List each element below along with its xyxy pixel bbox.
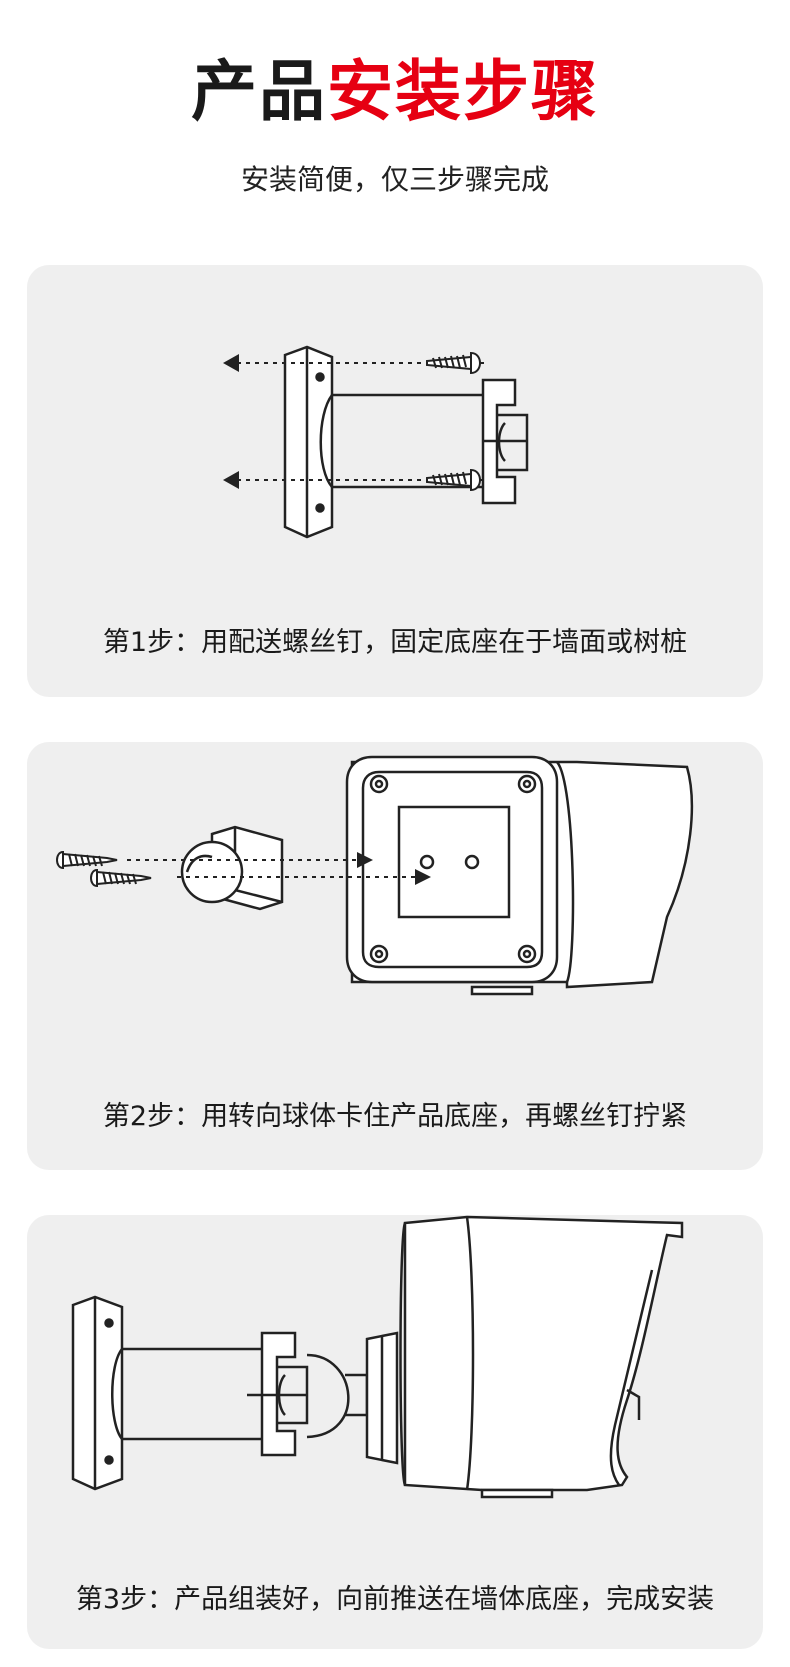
page-subtitle: 安装简便，仅三步骤完成 bbox=[240, 163, 549, 196]
step-2-card: 第2步：用转向球体卡住产品底座，再螺丝钉拧紧 bbox=[27, 742, 763, 1170]
step-1-caption: 第1步：用配送螺丝钉，固定底座在于墙面或树桩 bbox=[102, 627, 688, 658]
step-2-caption: 第2步：用转向球体卡住产品底座，再螺丝钉拧紧 bbox=[102, 1101, 688, 1132]
step-3-card: 第3步：产品组装好，向前推送在墙体底座，完成安装 bbox=[27, 1215, 763, 1649]
title-plain: 产品 bbox=[191, 53, 327, 130]
title-highlight: 安装步骤 bbox=[327, 53, 599, 130]
page-title: 产品安装步骤 bbox=[0, 52, 790, 132]
step-2-illustration bbox=[56, 755, 694, 996]
step-1-illustration bbox=[223, 345, 529, 539]
step-1-card: 第1步：用配送螺丝钉，固定底座在于墙面或树桩 bbox=[27, 265, 763, 697]
step-3-illustration bbox=[71, 1215, 684, 1499]
step-3-caption: 第3步：产品组装好，向前推送在墙体底座，完成安装 bbox=[75, 1584, 715, 1615]
